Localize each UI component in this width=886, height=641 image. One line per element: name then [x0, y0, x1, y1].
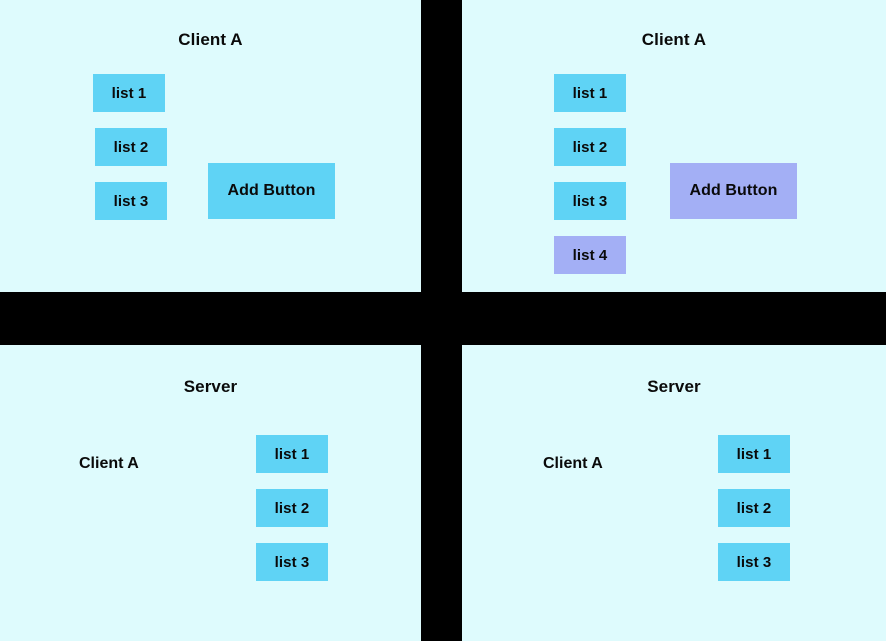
client-label: Client A [543, 455, 603, 472]
panel-server-after: Server Client A list 1 list 2 list 3 [462, 345, 886, 641]
list-item[interactable]: list 1 [93, 74, 165, 112]
panel-client-a-before: Client A list 1 list 2 list 3 Add Button [0, 0, 421, 292]
add-button[interactable]: Add Button [670, 163, 797, 219]
page-title: Server [647, 377, 701, 396]
page-title: Server [183, 377, 238, 396]
page-title: Client A [641, 30, 707, 49]
list-item[interactable]: list 2 [554, 128, 626, 166]
list-item[interactable]: list 2 [95, 128, 167, 166]
client-label: Client A [79, 455, 139, 472]
list-item[interactable]: list 3 [256, 543, 328, 581]
panel-client-a-after: Client A list 1 list 2 list 3 list 4 Add… [462, 0, 886, 292]
list-item[interactable]: list 3 [554, 182, 626, 220]
panel-server-before: Server Client A list 1 list 2 list 3 [0, 345, 421, 641]
list-item-new[interactable]: list 4 [554, 236, 626, 274]
page-title: Client A [178, 30, 243, 49]
list-item[interactable]: list 3 [718, 543, 790, 581]
list-item[interactable]: list 3 [95, 182, 167, 220]
list-item[interactable]: list 2 [256, 489, 328, 527]
add-button[interactable]: Add Button [208, 163, 335, 219]
list-item[interactable]: list 2 [718, 489, 790, 527]
list-item[interactable]: list 1 [256, 435, 328, 473]
list-item[interactable]: list 1 [718, 435, 790, 473]
list-item[interactable]: list 1 [554, 74, 626, 112]
